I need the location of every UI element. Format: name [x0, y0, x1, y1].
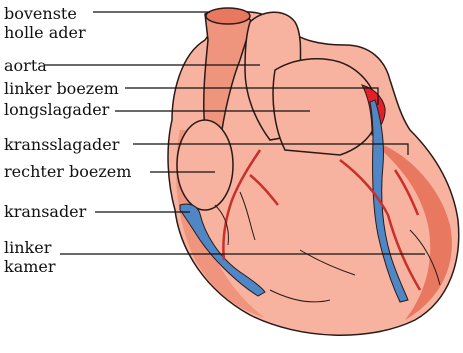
- label-superior-vena-cava-line2: holle ader: [4, 23, 86, 42]
- label-left-atrium: linker boezem: [4, 79, 119, 98]
- label-coronary-vein: kransader: [4, 202, 86, 221]
- right-atrium-shape: [177, 120, 233, 210]
- label-coronary-artery: kransslagader: [4, 135, 119, 154]
- label-aorta: aorta: [4, 56, 47, 75]
- label-right-atrium: rechter boezem: [4, 162, 131, 181]
- label-left-ventricle-line1: linker: [4, 238, 56, 257]
- vena-cava-opening: [206, 8, 250, 24]
- label-left-ventricle: linker kamer: [4, 238, 56, 276]
- label-superior-vena-cava-line1: bovenste: [4, 4, 86, 23]
- label-superior-vena-cava: bovenste holle ader: [4, 4, 86, 42]
- label-left-ventricle-line2: kamer: [4, 257, 56, 276]
- label-pulmonary-artery: longslagader: [4, 100, 109, 119]
